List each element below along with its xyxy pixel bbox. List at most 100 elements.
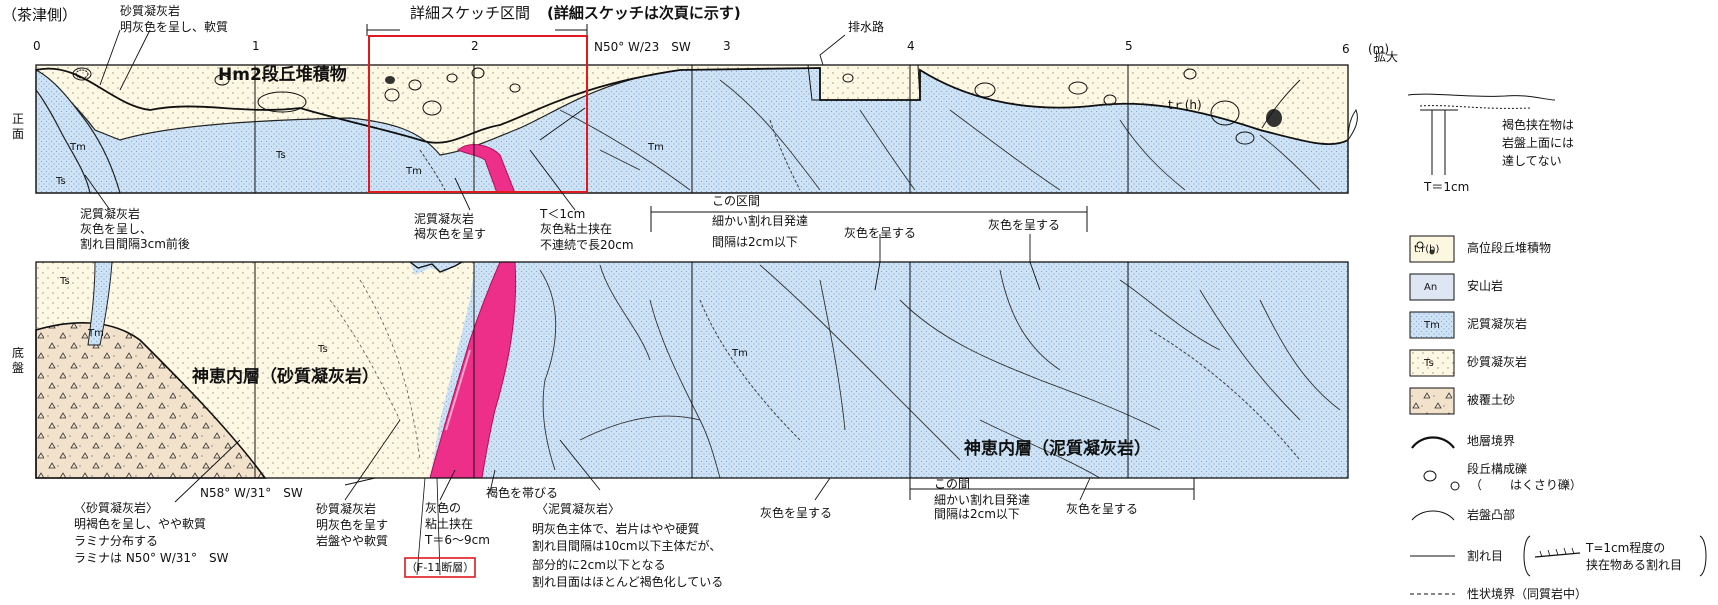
legend-boundary-symbol — [1411, 436, 1455, 449]
front-right-outcrop — [1347, 108, 1358, 141]
legend-swatch-andesite — [1409, 273, 1455, 301]
enlarge-label: 拡大 — [1374, 50, 1399, 64]
note-clay-2: 灰色粘土挟在 — [540, 222, 613, 236]
note-gray-3: 灰色を呈する — [760, 506, 833, 520]
legend-label-sand: 砂質凝灰岩 — [1467, 355, 1528, 369]
sketch-interval-note: (詳細スケッチは次頁に示す) — [547, 4, 741, 22]
front-panel — [35, 35, 1358, 194]
note-gray-1: 灰色を呈する — [844, 226, 917, 240]
front-weathered-pebbles — [75, 69, 1282, 127]
fault-name-box — [404, 557, 476, 578]
note-fault-1: 灰色の — [425, 501, 462, 515]
note-fault-name: （F-11断層） — [406, 561, 475, 574]
note-gray-2: 灰色を呈する — [988, 218, 1061, 232]
note-fault-3: T＝6～9cm — [425, 533, 490, 547]
floor-grid — [254, 262, 1129, 478]
legend-swatch-text-mud: Tm — [1424, 320, 1440, 331]
legend-label-filled-2: 挟在物ある割れ目 — [1586, 558, 1683, 572]
note-section-2: 細かい割れ目発達 — [712, 214, 809, 228]
floor-ts-lamina — [329, 279, 421, 461]
scale-tick-0: 0 — [33, 39, 41, 53]
floor-left-tm-strip — [87, 261, 113, 346]
note-sand-3: ラミナは N50° W/31° SW — [74, 551, 229, 565]
label-tm-floor-2: Tm — [732, 348, 748, 359]
sketch-interval-dimension — [366, 24, 588, 36]
label-tm-floor-1: Tm — [88, 328, 104, 339]
note-sand-2: ラミナ分布する — [74, 534, 159, 548]
front-panel-label: 正面 — [12, 112, 25, 141]
legend-label-boundary: 地層境界 — [1467, 434, 1516, 448]
note-mid-mud-1: 泥質凝灰岩 — [80, 207, 141, 221]
note-section-1: この区間 — [712, 194, 761, 208]
legend-label-filled-1: T=1cm程度の — [1586, 541, 1666, 555]
formation-terrace: Hm2段丘堆積物 — [218, 65, 347, 85]
note-ts2-3: 岩盤やや軟質 — [316, 534, 389, 548]
label-ts-front-1: Ts — [56, 176, 66, 187]
note-mud-3: 部分的に2cm以下となる — [532, 558, 666, 572]
note-section-b2: 細かい割れ目発達 — [934, 493, 1031, 507]
legend-swatch-mud-tuff — [1409, 311, 1455, 339]
legend-label-terrace: 高位段丘堆積物 — [1467, 241, 1552, 255]
legend-label-fracture: 割れ目 — [1467, 549, 1504, 563]
legend-label-character: 性状境界（同質岩中） — [1467, 587, 1588, 601]
note-sand-1: 明褐色を呈し、やや軟質 — [74, 517, 207, 531]
legend-label-andesite: 安山岩 — [1467, 279, 1504, 293]
note-enlarge-1: 褐色挟在物は — [1502, 118, 1575, 132]
scale-unit: (m) — [1368, 42, 1390, 56]
legend-swatch-sand-tuff — [1409, 349, 1455, 377]
floor-top-notch — [409, 261, 463, 273]
floor-panel — [35, 261, 1349, 479]
note-mud-4: 割れ目面はほとんど褐色化している — [532, 575, 724, 589]
legend-bulge-symbol — [1411, 510, 1455, 521]
note-brown-tint: 褐色を帯びる — [486, 486, 559, 500]
legend-swatch-text-terrace: t.r(h) — [1414, 244, 1440, 255]
note-mud-2: 割れ目間隔は10cm以下主体だが、 — [532, 539, 722, 553]
label-ts-floor-1: Ts — [60, 276, 70, 287]
note-mid-mud-2: 灰色を呈し、 — [80, 222, 153, 236]
scale-tick-5: 5 — [1125, 39, 1133, 53]
strike-top-label: N50° W/23 SW — [594, 40, 691, 54]
leader-lines — [84, 29, 1301, 576]
drain-ditch — [807, 64, 921, 101]
legend-swatch-text-sand: Ts — [1424, 358, 1434, 369]
scale-tick-6: 6 — [1342, 42, 1350, 56]
note-top-ts-2: 明灰色を呈し、軟質 — [120, 20, 229, 34]
legend-pebble-symbol — [1423, 470, 1437, 482]
note-strike-bottom: N58° W/31° SW — [200, 486, 303, 500]
note-section-b1: この間 — [934, 477, 971, 491]
legend — [1409, 235, 1707, 595]
floor-cover-region — [35, 322, 267, 479]
floor-fault-highlight — [445, 349, 471, 431]
legend-label-mud: 泥質凝灰岩 — [1467, 317, 1528, 331]
formation-kamie-sand: 神恵内層（砂質凝灰岩） — [192, 367, 379, 387]
front-grid — [254, 65, 1129, 193]
legend-bracket-right — [1699, 535, 1707, 577]
note-fault-2: 粘土挟在 — [425, 517, 474, 531]
note-mid-mud-b1: 泥質凝灰岩 — [414, 212, 475, 226]
note-clay-3: 不連続で長20cm — [540, 238, 634, 252]
note-mid-mud-3: 割れ目間隔3cm前後 — [80, 237, 190, 251]
note-ts2-1: 砂質凝灰岩 — [316, 502, 377, 516]
legend-swatch-text-andesite: An — [1424, 282, 1438, 293]
legend-swatch-cover — [1409, 387, 1455, 415]
label-ts-front-2: Ts — [276, 150, 286, 161]
note-gray-4: 灰色を呈する — [1066, 502, 1139, 516]
sketch-interval-label: 詳細スケッチ区間 — [410, 4, 531, 22]
legend-label-weathered: （ はくさり礫） — [1470, 478, 1582, 492]
note-enlarge-t: T＝1cm — [1424, 180, 1470, 194]
detail-sketch-box — [368, 35, 588, 193]
note-section-b3: 間隔は2cm以下 — [934, 507, 1020, 521]
label-tm-front-2: Tm — [406, 166, 422, 177]
legend-label-cover: 被覆土砂 — [1467, 393, 1516, 407]
legend-label-bulge: 岩盤凸部 — [1467, 508, 1516, 522]
note-section-3: 間隔は2cm以下 — [712, 235, 798, 249]
label-tm-front-3: Tm — [648, 142, 664, 153]
front-terrace-boundary — [35, 67, 1349, 146]
side-label: （茶津側） — [2, 6, 78, 24]
note-sand-h: 〈砂質凝灰岩〉 — [74, 501, 159, 515]
section-bracket-top — [650, 206, 1088, 232]
floor-panel-label: 底盤 — [12, 346, 25, 375]
scale-tick-2: 2 — [471, 39, 479, 53]
note-mud-1: 明灰色主体で、岩片はやや硬質 — [532, 522, 700, 536]
scale-tick-1: 1 — [252, 39, 260, 53]
